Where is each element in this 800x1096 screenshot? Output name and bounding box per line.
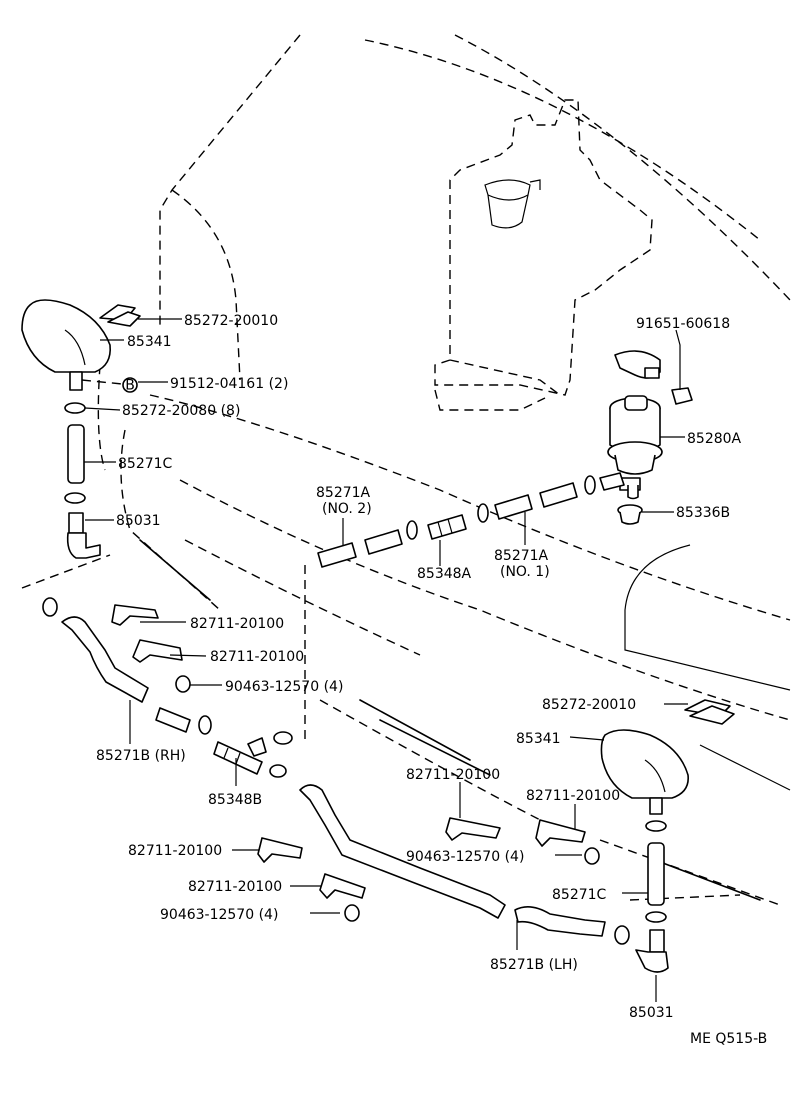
clip-lh-top-icon [645, 820, 667, 832]
label-clamp-2: 82711-20100 [210, 649, 304, 665]
joint-a-icon [427, 514, 467, 540]
clip-mid-1-icon [406, 520, 418, 540]
label-clip-8: 85272-20080 (8) [122, 403, 240, 419]
clamp-bracket-6-icon [319, 873, 366, 899]
label-clip-4a: 90463-12570 (4) [225, 679, 343, 695]
clamp-bracket-3-icon [445, 817, 501, 841]
elbow-lh-icon [635, 929, 669, 973]
label-clamp-5: 82711-20100 [128, 843, 222, 859]
label-hose-b-rh: 85271B (RH) [96, 748, 186, 764]
label-joint-a: 85348A [417, 566, 472, 582]
label-nozzle-bracket-lh: 85272-20010 [542, 697, 636, 713]
washer-tank-icon [434, 99, 653, 411]
leaders-rh [81, 318, 182, 521]
clamp-bracket-1-icon [111, 604, 159, 626]
hose-short-icon [155, 707, 191, 733]
label-hose-a2-sub: (NO. 2) [322, 501, 372, 517]
drawing-code: ME Q515-B [690, 1031, 767, 1047]
label-nozzle-bracket-rh: 85272-20010 [184, 313, 278, 329]
washer-motor-icon [607, 350, 693, 500]
label-hose-c-rh: 85271C [118, 456, 173, 472]
label-elbow-lh: 85031 [629, 1005, 674, 1021]
clamp-bracket-4-icon [535, 819, 586, 847]
label-clip-4c: 90463-12570 (4) [160, 907, 278, 923]
label-joint-b: 85348B [208, 792, 262, 808]
label-bolt: 91512-04161 (2) [170, 376, 288, 392]
label-nozzle-rh: 85341 [127, 334, 172, 350]
label-nozzle-lh: 85341 [516, 731, 561, 747]
label-clamp-3: 82711-20100 [406, 767, 500, 783]
clip-lh-mid-icon [614, 911, 667, 945]
label-clamp-motor: 91651-60618 [636, 316, 730, 332]
leaders-mid [342, 512, 526, 566]
label-hose-a2-code: 85271A [316, 485, 371, 501]
clip-rh-mid-icon [64, 492, 86, 504]
hose-c-lh-icon [647, 842, 665, 906]
label-hose-c-lh: 85271C [552, 887, 607, 903]
lamp-lens-outline [624, 544, 791, 791]
label-clamp-4: 82711-20100 [526, 788, 620, 804]
headlamp-nozzle-rh-icon [21, 299, 141, 391]
hose-a2-icon [317, 529, 403, 568]
body-outline [21, 34, 791, 906]
elbow-rh-icon [66, 512, 101, 559]
clip-lower-1-icon [42, 597, 58, 617]
clip-lower-2-icon [175, 675, 191, 693]
label-elbow-rh: 85031 [116, 513, 161, 529]
headlamp-nozzle-lh-icon [600, 699, 735, 815]
label-motor: 85280A [687, 431, 742, 447]
clip-rh-top-icon [64, 402, 86, 414]
ref-marker-letter: B [125, 378, 135, 394]
clamp-bracket-2-icon [132, 639, 183, 663]
clip-small-icons [344, 847, 600, 922]
label-grommet: 85336B [676, 505, 730, 521]
label-hose-a1-code: 85271A [494, 548, 549, 564]
joint-b-icon [213, 737, 267, 775]
clamp-bracket-5-icon [257, 837, 303, 863]
hose-b-lh-icon [299, 784, 606, 937]
clip-lower-3-icon [198, 715, 212, 735]
hose-a1-icon [494, 482, 578, 520]
leaders-lh [569, 703, 688, 1002]
label-clamp-6: 82711-20100 [188, 879, 282, 895]
label-hose-b-lh: 85271B (LH) [490, 957, 578, 973]
hose-c-rh-icon [67, 424, 85, 484]
hose-b-rh-icon [61, 616, 149, 703]
grommet-icon [617, 504, 643, 525]
clip-lower-4-icon [269, 731, 293, 778]
label-clip-4b: 90463-12570 (4) [406, 849, 524, 865]
clip-mid-2-icon [477, 503, 489, 523]
leaders-lower [129, 621, 582, 950]
label-clamp-1: 82711-20100 [190, 616, 284, 632]
clip-mid-3-icon [584, 472, 625, 495]
label-hose-a1-sub: (NO. 1) [500, 564, 550, 580]
ref-marker-b [122, 377, 138, 393]
leaders-motor [642, 329, 685, 513]
